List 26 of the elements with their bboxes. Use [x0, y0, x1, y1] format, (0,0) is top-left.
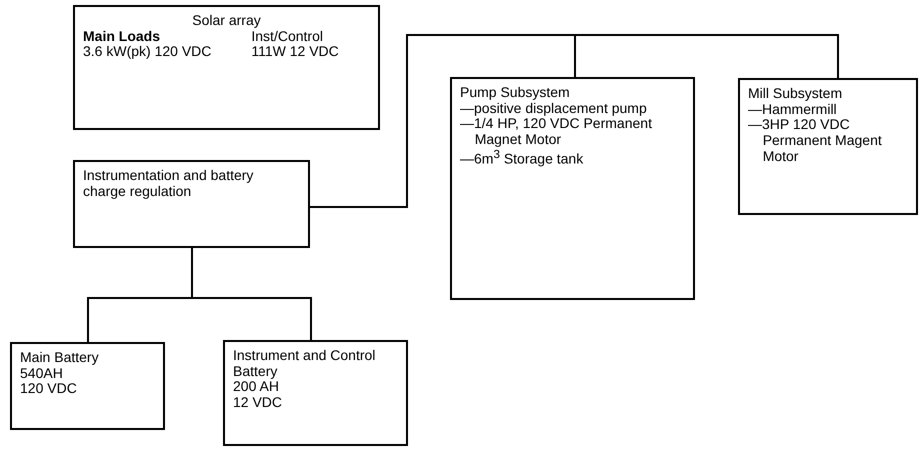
spec-text: —1/4 HP, 120 VDC Permanent Magnet Motor	[460, 116, 653, 148]
box-title: Mill Subsystem	[748, 86, 844, 102]
spec-text: —3HP 120 VDC Permanent Magent Motor	[748, 117, 883, 164]
spec-text: —positive displacement pump	[460, 100, 648, 116]
box-title: Instrumentation and battery charge regulation	[83, 168, 254, 200]
column-heading: Inst/Control	[251, 28, 324, 44]
spec-text: 12 VDC	[233, 395, 284, 411]
block-box	[10, 342, 165, 430]
box-title: Instrument and Control Battery	[233, 348, 376, 380]
block-box	[223, 340, 408, 446]
block-box	[73, 160, 310, 248]
spec-text: 111W 12 VDC	[251, 44, 339, 60]
block-box	[450, 77, 695, 300]
column-heading: Main Loads	[83, 28, 162, 44]
spec-text: 540AH	[20, 366, 63, 382]
box-title: Solar array	[191, 13, 262, 29]
spec-text: 200 AH	[233, 379, 280, 396]
spec-text: —6m$^{3}$ Storage tank	[460, 148, 584, 168]
block-box	[738, 78, 918, 215]
block-box	[73, 5, 380, 130]
box-title: Main Battery	[20, 350, 100, 366]
box-title: Pump Subsystem	[460, 85, 571, 101]
spec-text: 120 VDC	[20, 381, 78, 398]
spec-text: —Hammermill	[748, 102, 837, 118]
spec-text: 3.6 kW(pk) 120 VDC	[83, 44, 212, 60]
connector-line	[191, 248, 312, 340]
